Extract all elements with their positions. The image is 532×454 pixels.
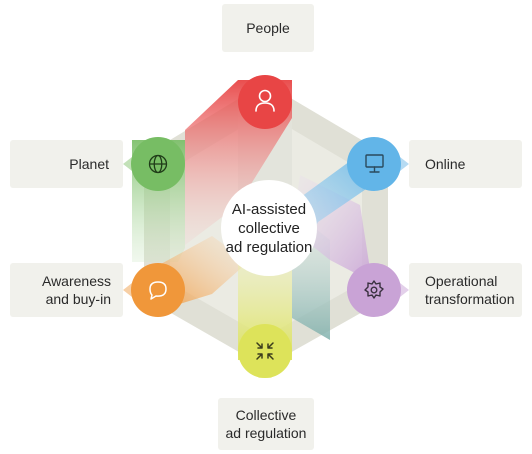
- people-label: People: [222, 4, 314, 52]
- globe-icon: [148, 154, 168, 174]
- people-label-text: People: [246, 20, 290, 36]
- online-node[interactable]: [347, 137, 401, 191]
- person-icon: [255, 89, 275, 112]
- monitor-icon: [365, 154, 384, 173]
- collective-label-line2: ad regulation: [225, 425, 307, 441]
- online-pointer: [400, 157, 409, 171]
- center-title: AI-assisted collective ad regulation: [220, 197, 318, 259]
- center-title-line2: collective: [238, 219, 300, 237]
- center-circle: [221, 180, 317, 276]
- collapse-arrows-icon: [256, 342, 274, 360]
- awareness-pointer: [123, 283, 132, 297]
- operational-pointer: [400, 283, 409, 297]
- awareness-label: Awareness and buy-in: [10, 263, 123, 317]
- planet-label: Planet: [10, 140, 123, 188]
- online-label: Online: [409, 140, 522, 188]
- center-title-line3: ad regulation: [225, 238, 313, 256]
- collective-label: Collective ad regulation: [218, 398, 314, 450]
- operational-label-line2: transformation: [425, 291, 515, 307]
- online-label-text: Online: [425, 156, 466, 172]
- collective-node[interactable]: [238, 324, 292, 378]
- gear-icon: [364, 280, 384, 299]
- planet-pointer: [123, 157, 132, 171]
- operational-label-line1: Operational: [425, 273, 498, 289]
- awareness-label-line1: Awareness: [41, 273, 111, 289]
- operational-node[interactable]: [347, 263, 401, 317]
- planet-label-text: Planet: [69, 156, 109, 172]
- speech-bubble-icon: [149, 281, 167, 300]
- center-title-line1: AI-assisted: [231, 200, 307, 218]
- collective-label-line1: Collective: [235, 407, 297, 423]
- operational-label: Operational transformation: [409, 263, 522, 317]
- awareness-label-line2: and buy-in: [45, 291, 111, 307]
- awareness-node[interactable]: [131, 263, 185, 317]
